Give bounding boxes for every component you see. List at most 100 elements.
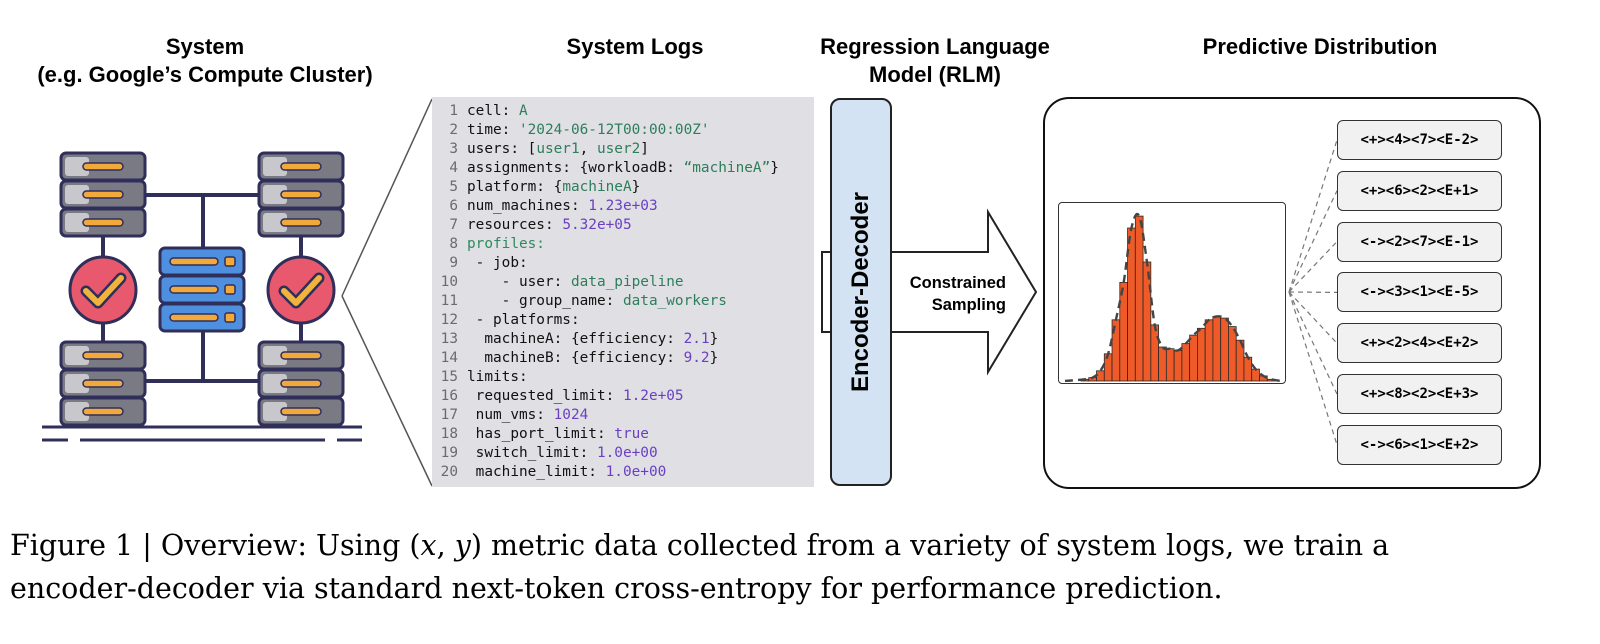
system-header: System (e.g. Google’s Compute Cluster) <box>10 33 400 89</box>
server-stack-center <box>158 246 246 333</box>
log-token: data_workers <box>622 293 727 309</box>
line-number: 6 <box>449 198 458 214</box>
server-face <box>263 213 287 232</box>
histogram-bar <box>1150 324 1159 382</box>
log-token: has_port_limit: <box>467 426 615 442</box>
check-icon-left <box>68 255 138 325</box>
log-token: '2024-06-12T00:00:00Z' <box>518 122 710 138</box>
log-line: 2 time: '2024-06-12T00:00:00Z' <box>432 121 710 140</box>
log-line: 9 - job: <box>432 254 528 273</box>
log-line: 20 machine_limit: 1.0e+00 <box>432 463 667 482</box>
line-number: 2 <box>449 122 458 138</box>
check-mark-icon <box>281 275 322 306</box>
sampled-token: <+><6><2><E+1> <box>1337 170 1502 211</box>
log-token: ] <box>640 141 649 157</box>
line-number: 9 <box>449 255 458 271</box>
sampled-token: <-><2><7><E-1> <box>1337 221 1502 262</box>
server-drive-slot <box>280 379 322 388</box>
histogram-bar <box>1204 319 1214 382</box>
log-token: resources: <box>467 217 563 233</box>
log-token: 9.2 <box>683 350 710 366</box>
log-token: 1.0e+00 <box>596 445 658 461</box>
check-mark-icon <box>83 275 124 306</box>
log-token: data_pipeline <box>570 274 684 290</box>
server-stack-top-right <box>257 151 345 238</box>
caption-part-a: Figure 1 | Overview: Using ( <box>10 529 421 562</box>
sample-connectors <box>1288 139 1338 445</box>
log-line: 12 - platforms: <box>432 311 580 330</box>
predictive-distribution-header: Predictive Distribution <box>1202 34 1438 59</box>
log-token: - job: <box>467 255 528 271</box>
sampled-token: <+><8><2><E+3> <box>1337 374 1502 414</box>
sampled-token: <-><6><1><E+2> <box>1337 424 1502 465</box>
server-drive-slot <box>169 313 219 322</box>
histogram-bar <box>1103 353 1113 382</box>
line-number: 10 <box>440 274 458 290</box>
log-line: 13 machineA: {efficiency: 2.1} <box>432 330 719 349</box>
server-face <box>65 402 89 421</box>
log-token: 1.23e+03 <box>588 198 658 214</box>
histogram-bar <box>1096 370 1105 382</box>
histogram-chart <box>1064 212 1282 382</box>
log-token: time: <box>467 122 519 138</box>
line-number: 7 <box>449 217 458 233</box>
log-token: 1.0e+00 <box>605 464 667 480</box>
line-number: 19 <box>440 445 458 461</box>
line-number: 5 <box>449 179 458 195</box>
server-led <box>224 284 236 295</box>
line-number: 20 <box>440 464 458 480</box>
predictive-distribution-box <box>1043 97 1541 489</box>
log-token: num_vms: <box>467 407 554 423</box>
log-line: 16 requested_limit: 1.2e+05 <box>432 387 684 406</box>
caption-line-2: encoder-decoder via standard next-token … <box>10 572 1223 605</box>
log-token: machineA: {efficiency: <box>467 331 684 347</box>
server-drive-slot <box>280 407 322 416</box>
system-header-subtitle: (e.g. Google’s Compute Cluster) <box>37 62 373 87</box>
sample-connector <box>1288 291 1338 344</box>
server-drive-slot <box>280 162 322 171</box>
log-line: 18 has_port_limit: true <box>432 425 649 444</box>
log-token: cell: <box>467 103 519 119</box>
log-token: user2 <box>596 141 641 157</box>
line-number: 4 <box>449 160 458 176</box>
server-drive-slot <box>82 162 124 171</box>
log-token: 5.32e+05 <box>562 217 632 233</box>
log-token: machineB: {efficiency: <box>467 350 684 366</box>
log-token: 2.1 <box>683 331 710 347</box>
rlm-header: Regression Language Model (RLM) <box>805 33 1065 89</box>
log-line: 7 resources: 5.32e+05 <box>432 216 632 235</box>
caption-comma: , <box>436 529 455 562</box>
log-line: 1 cell: A <box>432 102 528 121</box>
log-token: switch_limit: <box>467 445 597 461</box>
line-number: 1 <box>449 103 458 119</box>
system-header-title: System <box>165 34 245 59</box>
server-face <box>263 185 287 204</box>
log-token: requested_limit: <box>467 388 623 404</box>
server-face <box>65 185 89 204</box>
server-face <box>263 157 287 176</box>
histogram-bar <box>1158 346 1167 382</box>
log-token: machineA <box>562 179 632 195</box>
compute-cluster-illustration <box>42 151 362 442</box>
caption-math-x: x <box>420 529 437 562</box>
sample-connector <box>1288 190 1338 293</box>
server-face <box>65 346 89 365</box>
line-number: 18 <box>440 426 458 442</box>
server-led <box>224 256 236 267</box>
sampled-token: <+><2><4><E+2> <box>1337 323 1502 364</box>
histogram-frame <box>1058 202 1286 384</box>
line-number: 8 <box>449 236 458 252</box>
histogram-bar <box>1243 356 1253 382</box>
zoom-line-top <box>341 98 433 297</box>
line-number: 13 <box>440 331 458 347</box>
server-stack-bottom-left <box>59 340 147 427</box>
sample-connector <box>1288 241 1338 293</box>
server-drive-slot <box>169 257 219 266</box>
rlm-header-line2: Model (RLM) <box>869 62 1001 87</box>
server-face <box>263 346 287 365</box>
caption-line-1: Figure 1 | Overview: Using (x, y) metric… <box>10 524 1590 567</box>
log-token: platform: { <box>467 179 563 195</box>
log-token: A <box>518 103 528 119</box>
histogram-bar <box>1228 326 1237 382</box>
